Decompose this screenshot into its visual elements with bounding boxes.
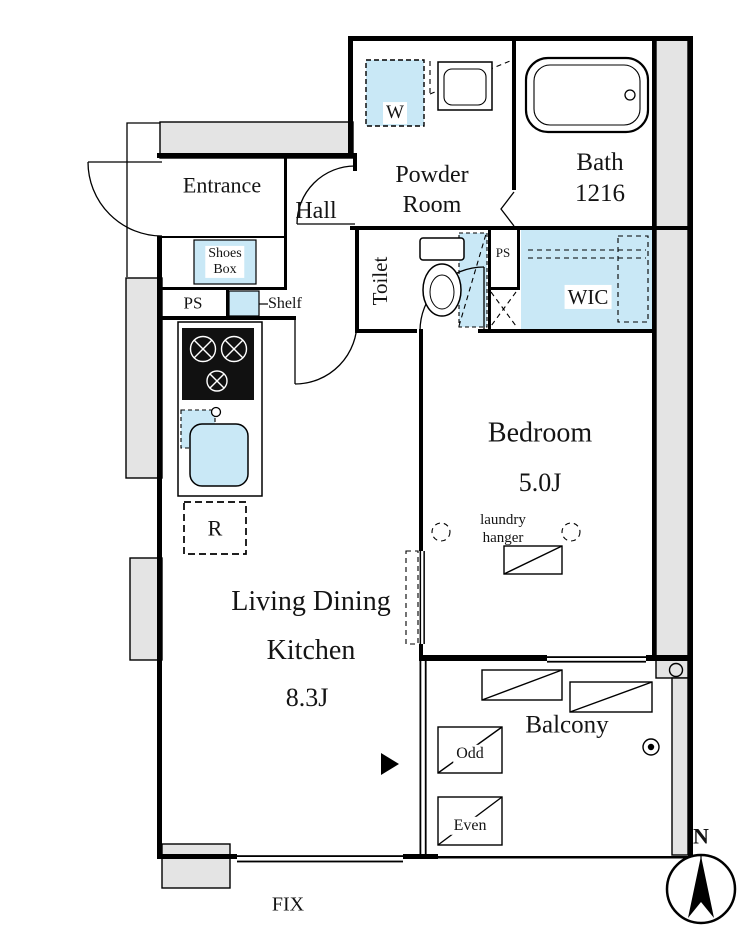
room-size-ldk: 8.3J [285,682,329,712]
direction-marker-icon [381,753,399,775]
room-label-entrance: Entrance [182,172,262,198]
ldk-balcony-window [419,661,422,854]
washbasin-icon [437,61,493,111]
laundry-hook-right [561,522,581,542]
fixture-label-laundry-hanger: laundry hanger [480,512,526,546]
building-edge-line [126,122,160,277]
north-arrow-icon [665,853,737,925]
ac-odd-box [437,726,503,774]
sliding-partition [419,551,422,644]
bedroom-window [547,656,646,658]
room-label-wic: WIC [564,284,612,310]
shelf-box [228,290,260,317]
laundry-hook-left [431,522,451,542]
room-label-bath: Bath 1216 [575,148,625,207]
sliding-door-pocket [405,550,419,645]
kitchen-sink-icon [180,406,249,487]
wic-floor [521,230,652,329]
room-label-hall: Hall [295,198,337,224]
dashed-details [429,60,649,542]
fixture-label-shoes-box: Shoes Box [205,245,245,279]
fixture-label-refrigerator: R [207,515,223,541]
room-label-powder-room: Powder Room [395,162,469,218]
fixture-label-fix-window: FIX [271,893,305,916]
toilet-icon [419,237,465,317]
room-label-bedroom: Bedroom [487,417,593,449]
laundry-hanger-box [503,545,563,575]
stove-icon [182,328,254,400]
fixture-label-shelf: Shelf [268,295,302,312]
fixture-label-washer: W [383,102,407,124]
room-label-balcony: Balcony [525,711,609,739]
refrigerator-box [183,501,247,555]
fixture-label-ac-odd: Odd [453,744,487,764]
room-size-bedroom: 5.0J [518,467,562,497]
room-label-ldk: Living Dining Kitchen [231,586,391,666]
bathtub-icon [524,56,650,134]
windows [237,551,646,863]
room-label-toilet: Toilet [367,256,392,306]
compass-north-label: N [693,823,709,849]
walls [157,36,693,859]
gray-structure [125,37,689,889]
drain-symbol [642,738,660,756]
fixture-label-ac-even: Even [450,816,490,836]
fixture-label-ps-right: PS [495,244,511,260]
ac-even-box [437,796,503,846]
faucet-symbol [668,662,684,678]
fixture-label-ps-left: PS [183,293,203,313]
fix-window [237,855,403,857]
